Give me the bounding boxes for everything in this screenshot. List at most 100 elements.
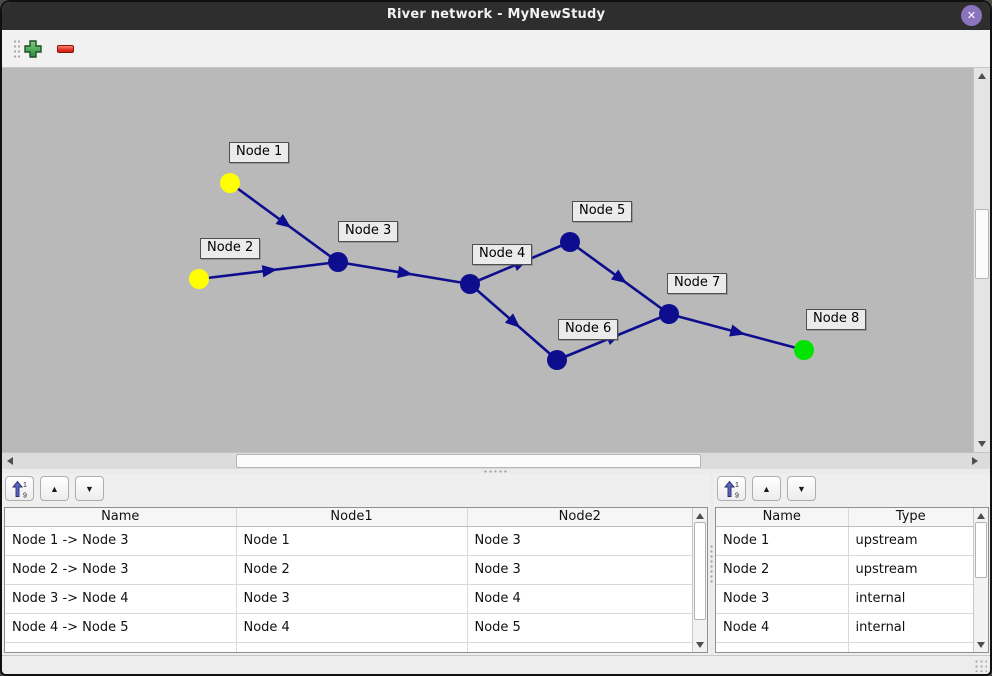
table-cell[interactable]: Node 4 -> Node 5 bbox=[5, 613, 237, 643]
node-label[interactable]: Node 6 bbox=[558, 319, 619, 340]
node-label[interactable]: Node 5 bbox=[572, 201, 633, 222]
graph-node[interactable] bbox=[560, 232, 580, 252]
node-label[interactable]: Node 8 bbox=[806, 309, 867, 330]
table-cell[interactable]: Node 3 -> Node 4 bbox=[5, 584, 237, 614]
move-down-button[interactable]: ▼ bbox=[787, 476, 816, 501]
graph-node[interactable] bbox=[189, 269, 209, 289]
table-cell[interactable]: Node 3 bbox=[716, 584, 849, 614]
scroll-up-button[interactable] bbox=[974, 69, 990, 83]
svg-text:9: 9 bbox=[735, 492, 739, 499]
close-icon: ✕ bbox=[966, 9, 977, 22]
canvas-horizontal-scrollbar[interactable] bbox=[2, 452, 990, 469]
table-cell[interactable]: Node 3 bbox=[467, 555, 692, 585]
close-button[interactable]: ✕ bbox=[961, 5, 982, 26]
scroll-left-button[interactable] bbox=[3, 453, 17, 469]
tables-splitter[interactable] bbox=[710, 474, 714, 655]
node-label[interactable]: Node 2 bbox=[200, 238, 261, 259]
node-label[interactable]: Node 7 bbox=[667, 273, 728, 294]
table-cell[interactable]: Node 2 bbox=[716, 555, 849, 585]
sort-button[interactable]: 1 9 bbox=[717, 476, 746, 501]
window-title: River network - MyNewStudy bbox=[386, 7, 606, 22]
graph-node[interactable] bbox=[220, 173, 240, 193]
move-up-button[interactable]: ▲ bbox=[752, 476, 781, 501]
node-label[interactable]: Node 1 bbox=[229, 142, 290, 163]
graph-node[interactable] bbox=[659, 304, 679, 324]
status-bar bbox=[2, 655, 990, 674]
add-button[interactable] bbox=[20, 36, 46, 62]
table-cell[interactable]: Node 1 bbox=[236, 526, 468, 556]
table-cell[interactable]: Node 4 bbox=[236, 613, 468, 643]
table-cell[interactable]: Node 5 bbox=[467, 613, 692, 643]
table-cell[interactable]: upstream bbox=[848, 555, 973, 585]
canvas-tables-splitter[interactable] bbox=[2, 469, 990, 474]
table-cell[interactable]: Node 2 bbox=[236, 555, 468, 585]
vertical-scrollbar-thumb[interactable] bbox=[975, 209, 989, 279]
node-label[interactable]: Node 4 bbox=[472, 244, 533, 265]
down-arrow-icon: ▼ bbox=[797, 483, 806, 494]
titlebar[interactable]: River network - MyNewStudy ✕ bbox=[2, 2, 990, 30]
flow-direction-arrow-icon bbox=[611, 269, 627, 284]
column-header[interactable]: Name bbox=[716, 508, 849, 527]
branches-toolbar: 1 9 ▲ ▼ bbox=[5, 476, 104, 503]
main-toolbar bbox=[2, 30, 990, 68]
scrollbar-thumb[interactable] bbox=[975, 522, 987, 578]
table-cell[interactable]: Node 4 bbox=[716, 613, 849, 643]
scrollbar-thumb[interactable] bbox=[694, 522, 706, 620]
toolbar-drag-handle[interactable] bbox=[13, 39, 21, 60]
table-row[interactable] bbox=[5, 642, 692, 652]
svg-text:9: 9 bbox=[23, 492, 27, 499]
table-cell[interactable]: Node 1 bbox=[716, 526, 849, 556]
move-up-button[interactable]: ▲ bbox=[40, 476, 69, 501]
table-cell[interactable]: Node 3 bbox=[236, 584, 468, 614]
scroll-right-button[interactable] bbox=[968, 453, 982, 469]
table-row[interactable] bbox=[716, 642, 973, 652]
river-network-canvas[interactable]: Node 1 Node 2 Node 3 Node 4 Node 5 Node 6 Node… bbox=[2, 68, 990, 452]
branches-table-scrollbar[interactable] bbox=[692, 508, 707, 652]
graph-node[interactable] bbox=[460, 274, 480, 294]
nodes-table-scrollbar[interactable] bbox=[973, 508, 988, 652]
scroll-down-button[interactable] bbox=[693, 638, 707, 651]
node-label[interactable]: Node 3 bbox=[338, 221, 399, 242]
sort-button[interactable]: 1 9 bbox=[5, 476, 34, 501]
graph-node[interactable] bbox=[794, 340, 814, 360]
graph-node[interactable] bbox=[547, 350, 567, 370]
remove-button[interactable] bbox=[52, 36, 78, 62]
table-cell[interactable]: internal bbox=[848, 613, 973, 643]
scroll-down-button[interactable] bbox=[974, 638, 988, 651]
window-resize-grip[interactable] bbox=[974, 659, 987, 672]
table-cell[interactable]: upstream bbox=[848, 526, 973, 556]
column-header[interactable]: Node2 bbox=[467, 508, 692, 527]
column-header[interactable]: Type bbox=[848, 508, 973, 527]
scroll-up-button[interactable] bbox=[974, 509, 988, 522]
column-header[interactable]: Node1 bbox=[236, 508, 468, 527]
table-cell[interactable]: Node 3 bbox=[467, 526, 692, 556]
scroll-up-button[interactable] bbox=[693, 509, 707, 522]
column-header[interactable]: Name bbox=[5, 508, 237, 527]
splitter-grip-icon bbox=[483, 470, 509, 473]
move-down-button[interactable]: ▼ bbox=[75, 476, 104, 501]
table-cell[interactable]: internal bbox=[848, 584, 973, 614]
canvas-vertical-scrollbar[interactable] bbox=[973, 68, 990, 452]
graph-node[interactable] bbox=[328, 252, 348, 272]
horizontal-scrollbar-thumb[interactable] bbox=[236, 454, 701, 468]
triangle-right-icon bbox=[972, 457, 978, 465]
up-arrow-icon: ▲ bbox=[50, 483, 59, 494]
scroll-down-button[interactable] bbox=[974, 437, 990, 451]
triangle-left-icon bbox=[7, 457, 13, 465]
flow-direction-arrow-icon bbox=[275, 213, 292, 228]
table-cell[interactable]: Node 1 -> Node 3 bbox=[5, 526, 237, 556]
table-cell[interactable]: Node 4 bbox=[467, 584, 692, 614]
table-cell[interactable]: Node 2 -> Node 3 bbox=[5, 555, 237, 585]
